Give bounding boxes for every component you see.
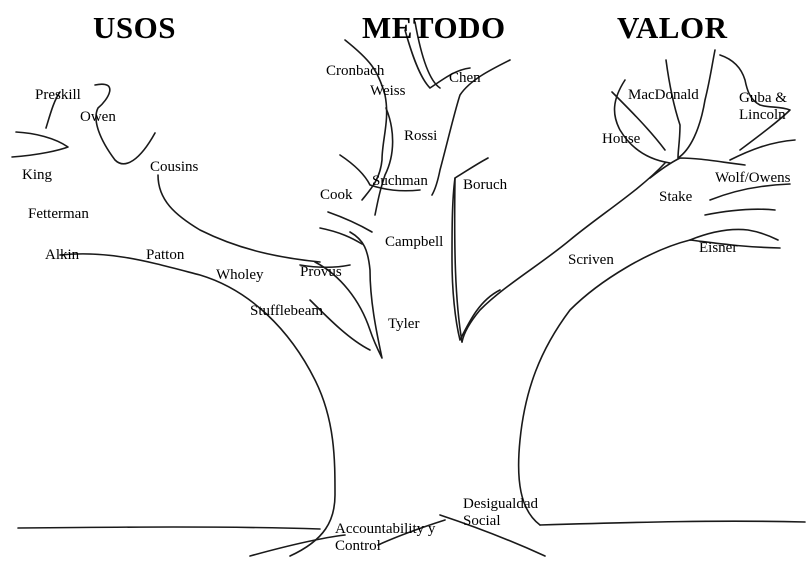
- label-cronbach: Cronbach: [326, 63, 385, 79]
- label-boruch: Boruch: [463, 177, 508, 193]
- branch-cronbach: [344, 39, 388, 201]
- label-chen: Chen: [449, 70, 481, 86]
- label-guba-lincoln: Guba & Lincoln: [739, 90, 787, 123]
- label-house: House: [602, 131, 641, 147]
- label-stake: Stake: [659, 189, 693, 205]
- valor-header: VALOR: [617, 10, 728, 45]
- branch-chen-top: [404, 29, 471, 89]
- branch-wolf2: [704, 208, 776, 216]
- label-cook: Cook: [320, 187, 353, 203]
- root-mid: [377, 519, 446, 546]
- label-patton: Patton: [146, 247, 185, 263]
- branch-trunk-center: [453, 177, 463, 343]
- label-tyler: Tyler: [388, 316, 420, 332]
- branch-house: [613, 79, 671, 164]
- ground-line-right: [539, 520, 806, 526]
- usos-header: USOS: [93, 10, 176, 45]
- branch-macdonald: [665, 49, 716, 159]
- branch-preskill: [45, 91, 61, 129]
- ground-line: [17, 526, 321, 530]
- label-preskill: Preskill: [35, 87, 81, 103]
- branch-stufflebeam: [309, 299, 371, 351]
- label-scriven: Scriven: [568, 252, 614, 268]
- branch-eisner: [689, 228, 779, 241]
- root-right: [439, 514, 546, 557]
- branch-chen-low: [414, 21, 441, 89]
- label-wholey: Wholey: [216, 267, 264, 283]
- branch-stake: [649, 157, 746, 179]
- label-owen: Owen: [80, 109, 116, 125]
- branch-guba2: [729, 139, 796, 161]
- label-king: King: [22, 167, 52, 183]
- branch-rossi: [431, 59, 511, 196]
- label-suchman: Suchman: [372, 173, 428, 189]
- label-desigualdad: Desigualdad Social: [463, 496, 538, 529]
- label-fetterman: Fetterman: [28, 206, 89, 222]
- label-rossi: Rossi: [404, 128, 438, 144]
- trunk-right: [517, 239, 781, 526]
- label-eisner: Eisner: [699, 240, 738, 256]
- label-campbell: Campbell: [385, 234, 444, 250]
- branch-weiss: [374, 107, 394, 216]
- branch-cousins: [157, 174, 321, 263]
- label-stufflebeam: Stufflebeam: [250, 303, 324, 319]
- label-macdonald: MacDonald: [628, 87, 699, 103]
- label-weiss: Weiss: [370, 83, 406, 99]
- branch-suchman: [339, 154, 421, 192]
- branch-provus: [314, 231, 383, 359]
- metodo-header: METODO: [362, 10, 506, 45]
- root-left: [249, 534, 346, 557]
- branch-boruch: [451, 157, 501, 341]
- label-accountability: Accountability y Control: [335, 521, 436, 554]
- branch-valor-main: [461, 162, 666, 343]
- label-alkin: Alkin: [45, 247, 80, 263]
- label-wolf-owens: Wolf/Owens: [715, 170, 791, 186]
- branch-king: [11, 131, 69, 158]
- branch-wolf: [709, 183, 791, 201]
- branch-cook: [327, 211, 373, 233]
- label-cousins: Cousins: [150, 159, 199, 175]
- branch-guba: [719, 54, 791, 151]
- branch-owen-cousins: [94, 83, 156, 165]
- branch-cook2: [319, 227, 363, 245]
- trunk-left: [59, 253, 336, 557]
- label-provus: Provus: [300, 264, 342, 280]
- branch-wholey: [299, 264, 351, 269]
